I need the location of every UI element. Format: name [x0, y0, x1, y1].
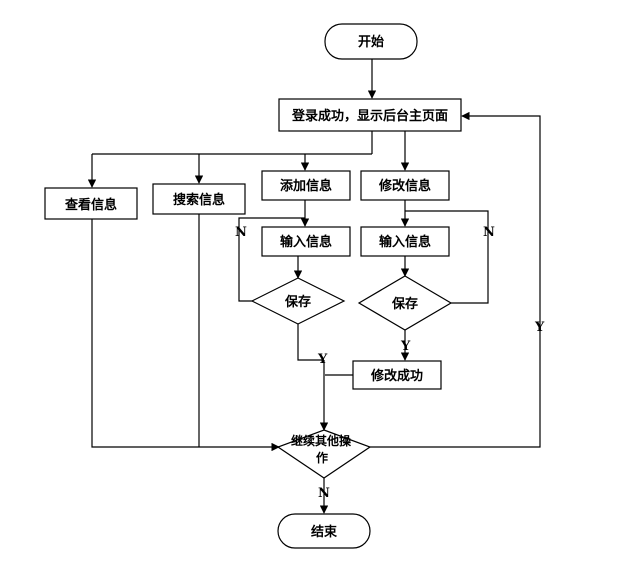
node-save-left: 保存 — [250, 277, 346, 325]
node-view: 查看信息 — [44, 187, 138, 220]
view-label: 查看信息 — [64, 197, 117, 213]
line-save-left-yes — [297, 324, 322, 361]
search-label: 搜索信息 — [173, 192, 225, 208]
label-y-loop: Y — [534, 320, 545, 335]
modify-success-label: 修改成功 — [370, 368, 423, 384]
login-label: 登录成功，显示后台主页面 — [291, 108, 448, 124]
node-end: 结束 — [277, 513, 371, 549]
modify-label: 修改信息 — [378, 178, 431, 194]
label-n-right: N — [483, 225, 495, 240]
label-n-left: N — [235, 225, 247, 240]
node-add: 添加信息 — [261, 170, 351, 201]
end-label: 结束 — [311, 524, 338, 540]
save-right-label: 保存 — [391, 296, 418, 312]
save-left-label: 保存 — [284, 294, 311, 310]
node-login: 登录成功，显示后台主页面 — [278, 98, 462, 132]
add-label: 添加信息 — [280, 178, 332, 194]
label-y-left: Y — [317, 352, 328, 367]
node-continue: 继续其他操 作 — [276, 429, 372, 479]
node-input-left: 输入信息 — [261, 226, 351, 257]
node-modify: 修改信息 — [360, 170, 450, 201]
loop-n-left — [238, 217, 305, 302]
node-start: 开始 — [324, 23, 418, 60]
node-search: 搜索信息 — [152, 183, 246, 215]
label-n-end: N — [318, 486, 330, 501]
node-modify-success: 修改成功 — [352, 360, 442, 390]
loop-n-right — [405, 210, 489, 304]
arrow-yes-loop-to-login — [370, 111, 541, 448]
arrow-view-to-continue — [91, 219, 280, 452]
label-y-right: Y — [400, 339, 411, 354]
node-save-right: 保存 — [357, 275, 453, 331]
continue-label-line2: 作 — [316, 450, 328, 465]
node-input-right: 输入信息 — [360, 226, 450, 257]
start-label: 开始 — [358, 34, 384, 50]
input-left-label: 输入信息 — [280, 234, 332, 250]
input-right-label: 输入信息 — [379, 234, 431, 250]
continue-label-line1: 继续其他操 — [291, 433, 352, 448]
connectors — [87, 59, 541, 514]
